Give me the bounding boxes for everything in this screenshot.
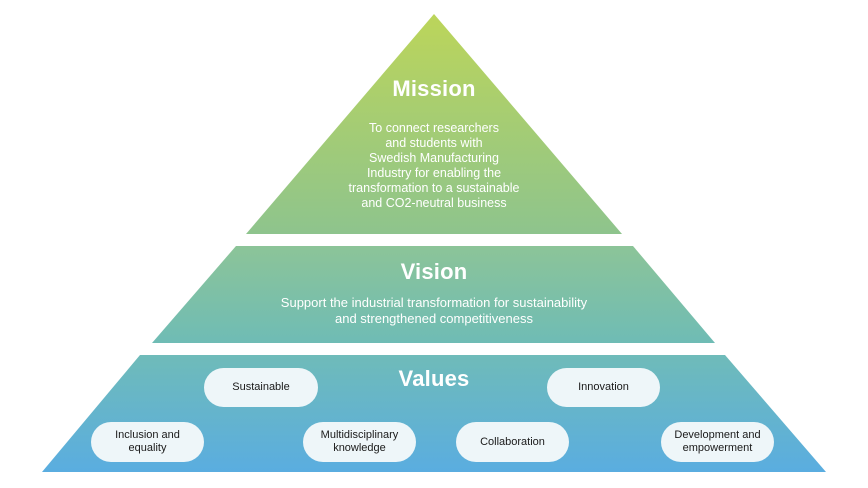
- value-label: Inclusion and: [115, 429, 180, 441]
- value-pill-sustainable: Sustainable: [204, 368, 318, 407]
- value-label: equality: [128, 442, 167, 454]
- value-pill-inclusion-equality: Inclusion and equality: [91, 422, 204, 462]
- vision-line: Support the industrial transformation fo…: [280, 295, 588, 310]
- values-title: Values: [398, 366, 470, 391]
- mission-line: and CO2-neutral business: [361, 196, 507, 210]
- value-pill-multidisciplinary-knowledge: Multidisciplinary knowledge: [303, 422, 416, 462]
- mission-tier: [246, 14, 622, 234]
- vision-text: Support the industrial transformation fo…: [214, 295, 654, 327]
- value-label: Sustainable: [232, 381, 290, 393]
- vision-tier: [152, 246, 715, 343]
- value-label: Innovation: [578, 381, 629, 393]
- mission-line: transformation to a sustainable: [348, 181, 520, 195]
- mission-title: Mission: [392, 76, 476, 101]
- value-label: empowerment: [682, 442, 753, 454]
- mission-line: To connect researchers: [369, 121, 499, 135]
- value-pill-collaboration: Collaboration: [456, 422, 569, 462]
- mission-text: To connect researchers and students with…: [284, 121, 584, 211]
- mission-line: Industry for enabling the: [366, 166, 502, 180]
- value-label: Development and: [674, 429, 761, 441]
- value-pill-development-empowerment: Development and empowerment: [661, 422, 774, 462]
- vision-title: Vision: [400, 259, 468, 284]
- vision-line: and strengthened competitiveness: [334, 311, 533, 326]
- value-label: Collaboration: [480, 435, 545, 448]
- value-label: Multidisciplinary: [320, 429, 399, 441]
- value-pill-innovation: Innovation: [547, 368, 660, 407]
- mission-line: and students with: [385, 136, 483, 150]
- value-label: knowledge: [333, 442, 386, 454]
- mission-line: Swedish Manufacturing: [369, 151, 499, 165]
